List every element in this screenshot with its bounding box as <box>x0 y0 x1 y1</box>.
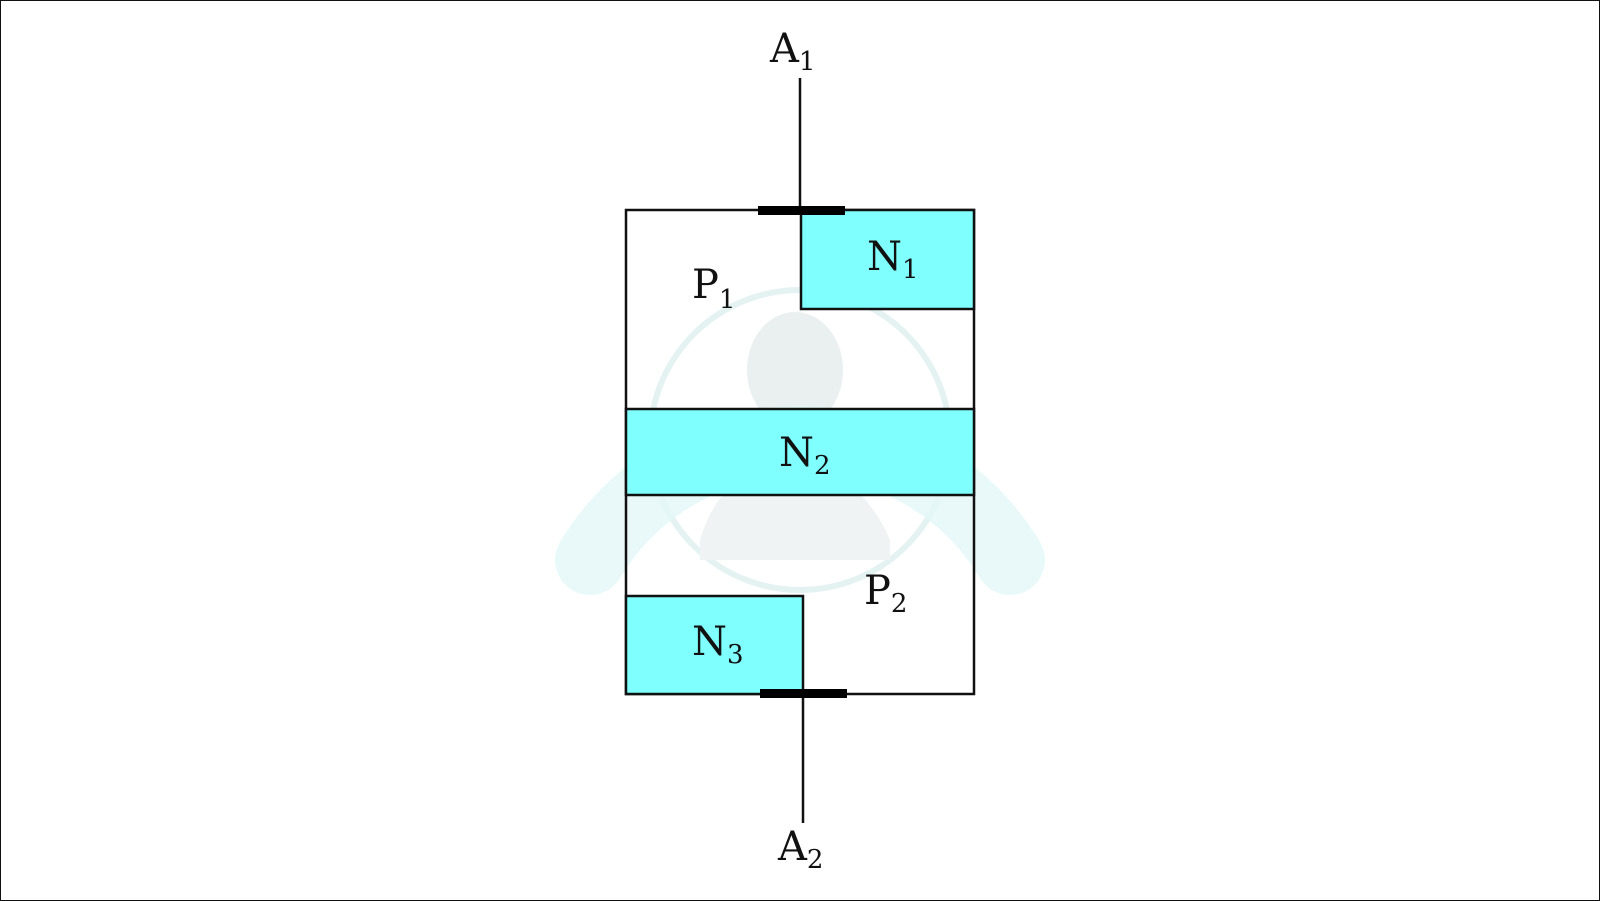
p2-region-label: P2 <box>864 568 907 619</box>
a1-metal-contact <box>758 206 845 215</box>
watermark-person-head <box>747 312 843 428</box>
n3-region <box>624 594 805 696</box>
a1-terminal-label: A1 <box>769 26 815 77</box>
p1-region-label: P1 <box>692 262 735 315</box>
n2-region-label: N2 <box>779 430 831 481</box>
n1-region <box>799 208 976 311</box>
n1-region-label: N1 <box>867 234 919 285</box>
a2-metal-contact <box>760 689 847 698</box>
a2-terminal-label: A2 <box>777 824 823 875</box>
n3-region-label: N3 <box>692 619 744 670</box>
n2-region <box>624 407 976 497</box>
